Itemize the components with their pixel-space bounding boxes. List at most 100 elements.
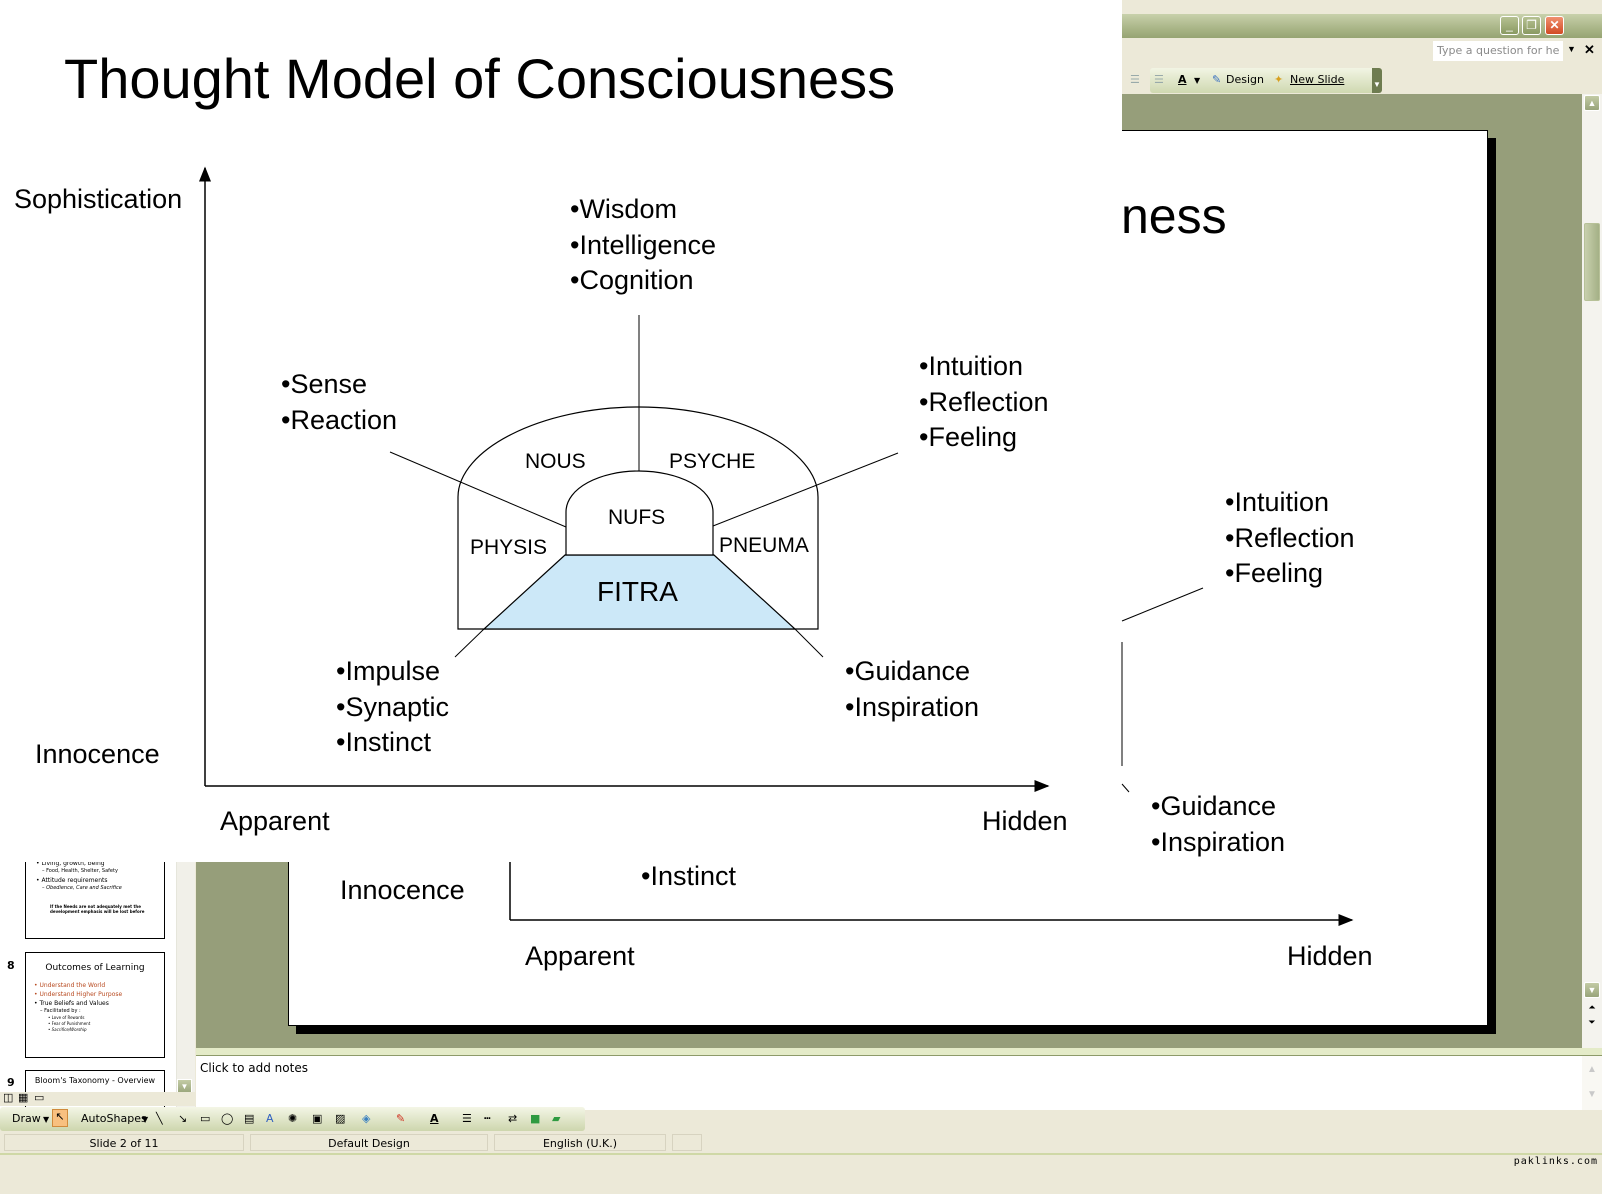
thumb-line: – Obedience, Care and Sacrifice	[42, 885, 122, 891]
draw-menu-button[interactable]: Draw	[12, 1112, 41, 1125]
notes-placeholder: Click to add notes	[200, 1061, 308, 1075]
close-button[interactable]: ✕	[1545, 16, 1564, 35]
region-label-physis: PHYSIS	[470, 536, 548, 559]
restore-icon: ❐	[1526, 18, 1537, 32]
thumb-line: • Understand Higher Purpose	[34, 991, 123, 998]
slide-partial-title: ness	[1121, 188, 1227, 244]
design-button[interactable]: Design	[1226, 73, 1264, 86]
line-tool-icon[interactable]: ╲	[156, 1112, 163, 1125]
thumb-line: development emphasis will be lost before	[50, 909, 145, 914]
autoshapes-menu-button[interactable]: AutoShapes	[81, 1112, 147, 1125]
dash-style-icon[interactable]: ┅	[484, 1112, 491, 1125]
normal-view-icon[interactable]: ◫	[3, 1092, 14, 1104]
text-box-icon[interactable]: ▤	[244, 1112, 255, 1125]
scroll-up-button[interactable]: ▲	[1584, 95, 1600, 111]
notes-scroll-up-icon[interactable]: ▲	[1587, 1064, 1597, 1075]
3d-style-icon[interactable]: ▰	[552, 1112, 561, 1125]
help-question-input[interactable]: Type a question for he	[1433, 41, 1563, 61]
notes-splitter[interactable]	[196, 1048, 1602, 1056]
autoshapes-dropdown-icon[interactable]: ▼	[142, 1115, 149, 1124]
bullet-item: Feeling	[1225, 556, 1355, 592]
font-color-icon[interactable]: A	[430, 1112, 439, 1125]
minimize-button[interactable]: _	[1500, 16, 1519, 35]
status-bar: Slide 2 of 11 Default Design English (U.…	[0, 1133, 1602, 1155]
scroll-down-button[interactable]: ▼	[1584, 982, 1600, 998]
bullets-wisdom: Wisdom Intelligence Cognition	[570, 192, 716, 299]
bullet-item: Inspiration	[845, 690, 979, 726]
status-design-name: Default Design	[250, 1134, 488, 1151]
previous-slide-icon[interactable]: ⏶	[1588, 1002, 1596, 1012]
thumbnails-scrollbar[interactable]	[176, 855, 195, 1113]
bullet-item: Instinct	[336, 725, 449, 761]
slide-thumbnail-8[interactable]: Outcomes of Learning • Understand the Wo…	[25, 952, 165, 1058]
insert-picture-icon[interactable]: ▨	[335, 1112, 346, 1125]
clip-art-icon[interactable]: ▣	[312, 1112, 323, 1125]
vertical-scrollbar[interactable]	[1582, 94, 1602, 1048]
arrow-tool-icon[interactable]: ↘	[178, 1112, 188, 1125]
line-style-icon[interactable]: ☰	[462, 1112, 472, 1125]
toolbar-options-icon[interactable]: ▼	[1372, 68, 1382, 93]
slide-thumbnail-7[interactable]: • Living, growth, being – Food, Health, …	[25, 855, 165, 939]
bullet-item: Intuition	[1225, 485, 1355, 521]
select-objects-icon[interactable]: ↖	[52, 1109, 68, 1127]
thumb-line: • Living, growth, being	[36, 860, 105, 867]
bullet-item: Guidance	[845, 654, 979, 690]
bullet-item: Intelligence	[570, 228, 716, 264]
thumb-line: • Attitude requirements	[36, 877, 108, 884]
slide-show-view-icon[interactable]: ▭	[34, 1092, 45, 1104]
bullets-guidance: Guidance Inspiration	[1151, 789, 1285, 860]
draw-dropdown-icon[interactable]: ▼	[43, 1115, 50, 1124]
close-document-icon[interactable]: ✕	[1584, 42, 1595, 57]
formatting-toolbar: ☰ ☰ A ▼ ✎ Design ✦ New Slide	[1130, 68, 1380, 93]
notes-scrollbar[interactable]: ▲ ▼	[1582, 1056, 1602, 1110]
notes-scroll-down-icon[interactable]: ▼	[1587, 1089, 1597, 1100]
bullet-item: Reflection	[919, 385, 1048, 421]
restore-button[interactable]: ❐	[1522, 16, 1541, 35]
status-language: English (U.K.)	[494, 1134, 666, 1151]
shadow-style-icon[interactable]: ■	[530, 1112, 541, 1125]
drawing-toolbar: Draw ▼ ↖ AutoShapes ▼ ╲ ↘ ▭ ◯ ▤ A ✺ ▣ ▨ …	[0, 1107, 585, 1131]
decrease-indent-icon[interactable]: ☰	[1130, 73, 1140, 86]
font-color-icon[interactable]: A	[1178, 73, 1187, 86]
slide-thumbnails-pane: • Living, growth, being – Food, Health, …	[0, 855, 176, 1113]
font-color-dropdown-icon[interactable]: ▼	[1194, 76, 1201, 85]
bullet-item: Sense	[281, 367, 397, 403]
thumb-line: • Love of Rewards	[48, 1015, 85, 1020]
watermark: paklinks.com	[1513, 1156, 1598, 1167]
bullets-instinct: Instinct	[641, 859, 736, 895]
arrow-style-icon[interactable]: ⇄	[508, 1112, 518, 1125]
close-icon: ✕	[1549, 18, 1560, 32]
oval-tool-icon[interactable]: ◯	[221, 1112, 234, 1125]
axis-label-apparent: Apparent	[220, 806, 330, 836]
line-color-icon[interactable]: ✎	[396, 1112, 406, 1125]
thumb-line: If the Needs are not adequately met the	[50, 904, 141, 909]
view-buttons: ◫ ▦ ▭	[0, 1092, 196, 1106]
thumb-line: • Understand the World	[34, 982, 106, 989]
region-label-fitra: FITRA	[597, 576, 678, 607]
thumb-line: – Food, Health, Shelter, Safety	[42, 868, 118, 874]
rectangle-tool-icon[interactable]: ▭	[200, 1112, 211, 1125]
wordart-icon[interactable]: A	[266, 1112, 274, 1125]
increase-indent-icon[interactable]: ☰	[1154, 73, 1164, 86]
bullets-intuition: Intuition Reflection Feeling	[919, 349, 1048, 456]
next-slide-icon[interactable]: ⏷	[1588, 1017, 1596, 1027]
design-icon: ✎	[1212, 73, 1222, 86]
region-label-nufs: NUFS	[608, 506, 666, 529]
new-slide-button[interactable]: New Slide	[1290, 73, 1345, 86]
thumb-title: Bloom's Taxonomy - Overview	[34, 1076, 156, 1085]
axis-label-apparent: Apparent	[525, 941, 635, 971]
help-dropdown-icon[interactable]: ▼	[1567, 44, 1576, 54]
fill-color-icon[interactable]: ◈	[362, 1112, 371, 1125]
diagram-icon[interactable]: ✺	[288, 1112, 298, 1125]
axis-label-innocence: Innocence	[340, 875, 465, 905]
bullet-item: Reflection	[1225, 521, 1354, 557]
scrollbar-thumb[interactable]	[1584, 223, 1600, 301]
slide-number-9: 9	[7, 1076, 15, 1089]
thumb-line: • Fear of Punishment	[48, 1021, 91, 1026]
thumb-line: – Facilitated by :	[40, 1008, 81, 1014]
bullets-guidance: Guidance Inspiration	[845, 654, 979, 725]
bullets-impulse: Impulse Synaptic Instinct	[336, 654, 449, 761]
notes-pane[interactable]: Click to add notes	[196, 1056, 1582, 1110]
slide-sorter-view-icon[interactable]: ▦	[18, 1092, 29, 1104]
new-slide-icon: ✦	[1274, 73, 1284, 86]
